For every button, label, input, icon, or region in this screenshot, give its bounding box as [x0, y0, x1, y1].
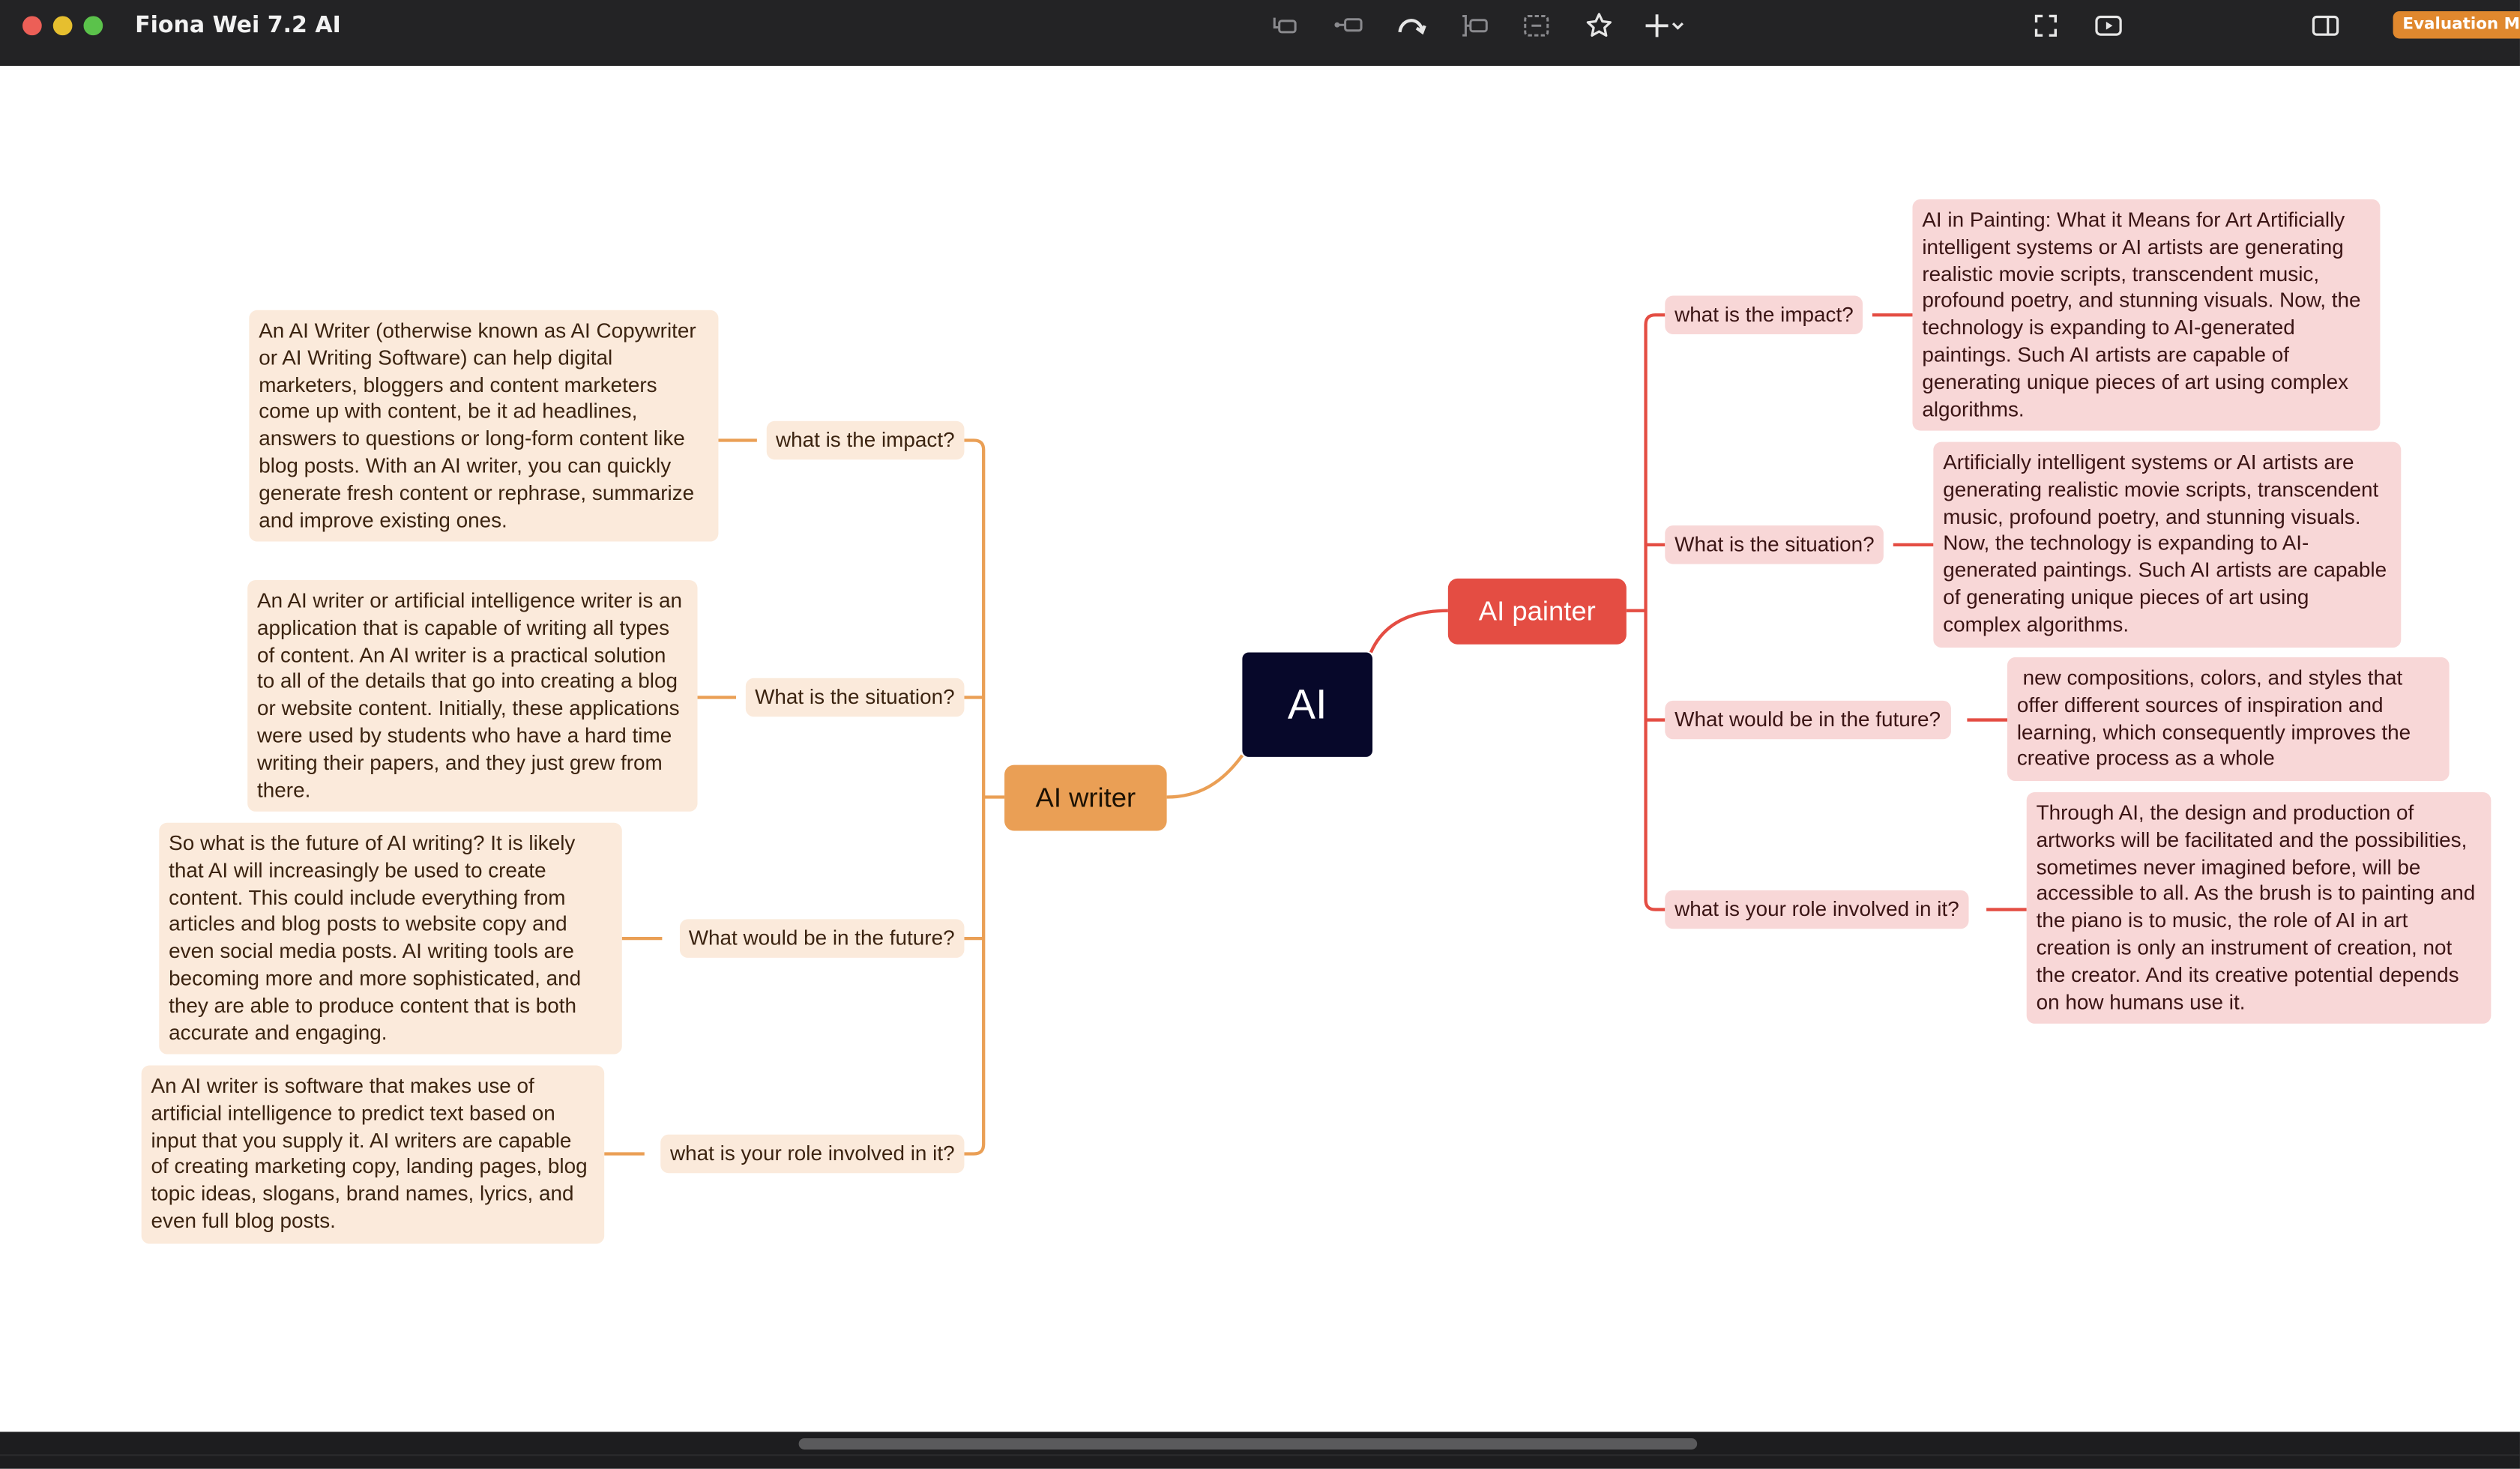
summary-icon[interactable] — [1519, 10, 1554, 42]
title-bar: Fiona Wei 7.2 AI — [0, 0, 2520, 68]
writer-detail-impact[interactable]: An AI Writer (otherwise known as AI Copy… — [249, 310, 719, 543]
fullscreen-icon[interactable] — [2028, 10, 2064, 42]
writer-question-situation[interactable]: What is the situation? — [745, 678, 965, 717]
insert-subtopic-icon[interactable] — [1330, 10, 1366, 42]
painter-detail-future[interactable]: new compositions, colors, and styles tha… — [2007, 657, 2450, 782]
insert-topic-before-icon[interactable] — [1268, 10, 1303, 42]
topic-ai-writer[interactable]: AI writer — [1004, 764, 1167, 831]
writer-detail-situation[interactable]: An AI writer or artificial intelligence … — [247, 580, 698, 812]
root-topic[interactable]: AI — [1242, 652, 1373, 757]
painter-question-impact[interactable]: what is the impact? — [1665, 295, 1863, 334]
evaluation-mode-badge[interactable]: Evaluation Mo — [2393, 11, 2520, 39]
minimize-window-button[interactable] — [52, 16, 73, 36]
writer-question-impact[interactable]: what is the impact? — [766, 420, 965, 460]
writer-detail-future[interactable]: So what is the future of AI writing? It … — [159, 822, 622, 1055]
window-title: Fiona Wei 7.2 AI — [135, 13, 341, 39]
painter-detail-impact[interactable]: AI in Painting: What it Means for Art Ar… — [1912, 199, 2381, 432]
painter-question-role[interactable]: what is your role involved in it? — [1665, 890, 1969, 929]
bottom-bar — [0, 1432, 2520, 1469]
painter-question-situation[interactable]: What is the situation? — [1665, 525, 1884, 564]
writer-question-role[interactable]: what is your role involved in it? — [660, 1134, 965, 1174]
bottom-divider — [0, 1454, 2520, 1456]
marker-icon[interactable] — [1582, 10, 1617, 42]
pitch-play-icon[interactable] — [2091, 10, 2126, 42]
boundary-icon[interactable] — [1456, 10, 1492, 42]
relationship-icon[interactable] — [1393, 10, 1429, 42]
painter-detail-role[interactable]: Through AI, the design and production of… — [2026, 792, 2492, 1025]
painter-question-future[interactable]: What would be in the future? — [1665, 700, 1950, 740]
zoom-window-button[interactable] — [83, 16, 103, 36]
topic-ai-painter[interactable]: AI painter — [1447, 578, 1627, 645]
dropdown-chevron-icon[interactable] — [1666, 10, 1689, 42]
horizontal-scrollbar[interactable] — [798, 1438, 1698, 1450]
writer-detail-role[interactable]: An AI writer is software that makes use … — [141, 1065, 605, 1244]
add-icon[interactable] — [1639, 10, 1675, 42]
writer-question-future[interactable]: What would be in the future? — [678, 919, 965, 958]
close-window-button[interactable] — [22, 16, 42, 36]
painter-detail-situation[interactable]: Artificially intelligent systems or AI a… — [1933, 441, 2402, 648]
format-panel-icon[interactable] — [2308, 10, 2343, 42]
